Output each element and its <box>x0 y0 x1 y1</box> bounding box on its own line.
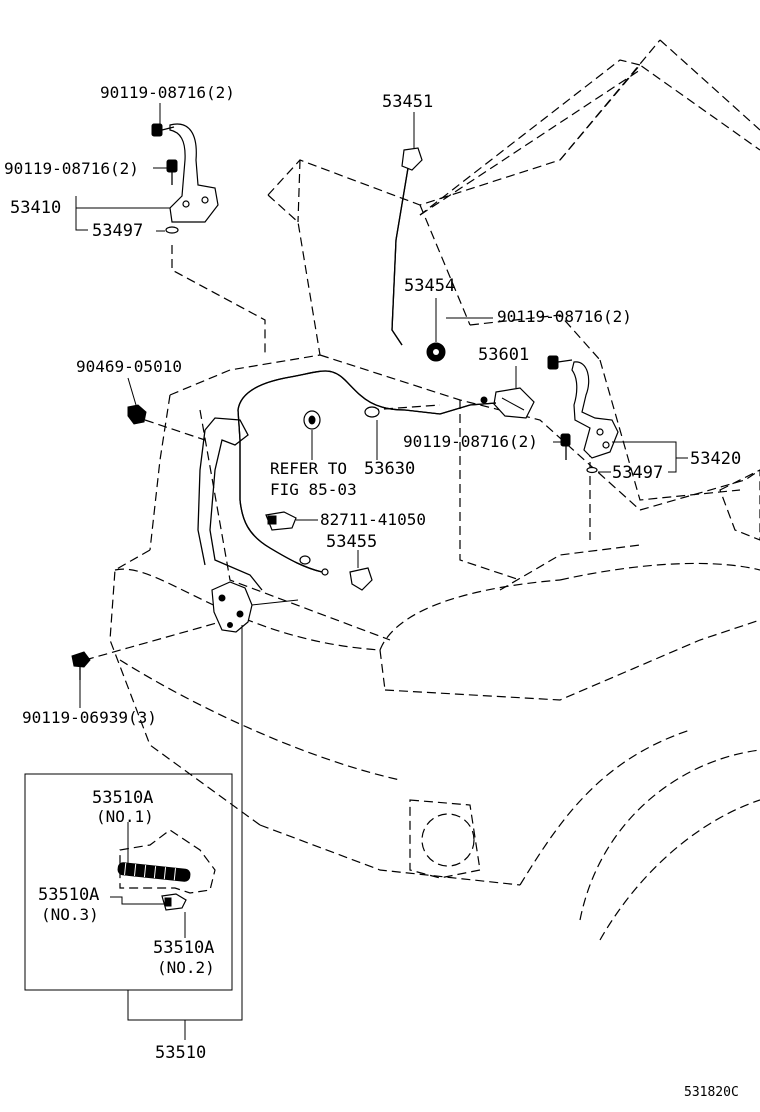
label-no3: (NO.3) <box>41 905 99 924</box>
label-fig-ref: FIG 85-03 <box>270 480 357 499</box>
label-90119-08716-right: 90119-08716(2) <box>497 307 632 326</box>
label-53451: 53451 <box>382 92 433 112</box>
bolt-icon <box>166 159 178 185</box>
label-53510a-no2: 53510A <box>153 938 214 958</box>
part-labels: 90119-08716(2) 90119-08716(2) 53410 5349… <box>4 83 741 1100</box>
label-90469-05010: 90469-05010 <box>76 357 182 376</box>
lock-control-lever <box>480 387 535 419</box>
clip-icon <box>127 404 147 425</box>
inset-box <box>24 773 233 991</box>
bolt-icon <box>71 651 91 680</box>
label-53510a-no1: 53510A <box>92 788 153 808</box>
label-53510: 53510 <box>155 1043 206 1063</box>
vehicle-outline <box>109 39 760 941</box>
hood-lock <box>211 581 299 633</box>
diagram-code: 531820C <box>684 1085 739 1100</box>
label-no1: (NO.1) <box>96 807 154 826</box>
hood-support-rod <box>391 147 423 346</box>
label-refer-to: REFER TO <box>270 459 347 478</box>
label-90119-08716-center: 90119-08716(2) <box>403 432 538 451</box>
hood-hinge-right <box>571 361 619 474</box>
bolt-icon <box>151 123 175 137</box>
label-90119-06939: 90119-06939(3) <box>22 708 157 727</box>
label-53601: 53601 <box>478 345 529 365</box>
label-53455: 53455 <box>326 532 377 552</box>
label-53510a-no3: 53510A <box>38 885 99 905</box>
label-53454: 53454 <box>404 276 455 296</box>
label-53497-left: 53497 <box>92 221 143 241</box>
label-no2: (NO.2) <box>157 958 215 977</box>
hood-hinge-left <box>165 123 219 234</box>
clip-53455 <box>349 567 373 591</box>
label-53497-right: 53497 <box>612 463 663 483</box>
bolt-icon <box>547 355 573 370</box>
label-53410: 53410 <box>10 198 61 218</box>
clamp-icon <box>265 511 297 531</box>
label-90119-08716-top-left: 90119-08716(2) <box>100 83 235 102</box>
label-53420: 53420 <box>690 449 741 469</box>
label-90119-08716-mid-left: 90119-08716(2) <box>4 159 139 178</box>
label-82711-41050: 82711-41050 <box>320 510 426 529</box>
latch-support-panel <box>197 417 263 591</box>
bolt-icon <box>560 433 571 460</box>
label-53630: 53630 <box>364 459 415 479</box>
leader-lines <box>75 103 688 1040</box>
grommet <box>426 342 446 362</box>
release-cable <box>237 370 497 576</box>
cable-clamp <box>303 410 321 430</box>
